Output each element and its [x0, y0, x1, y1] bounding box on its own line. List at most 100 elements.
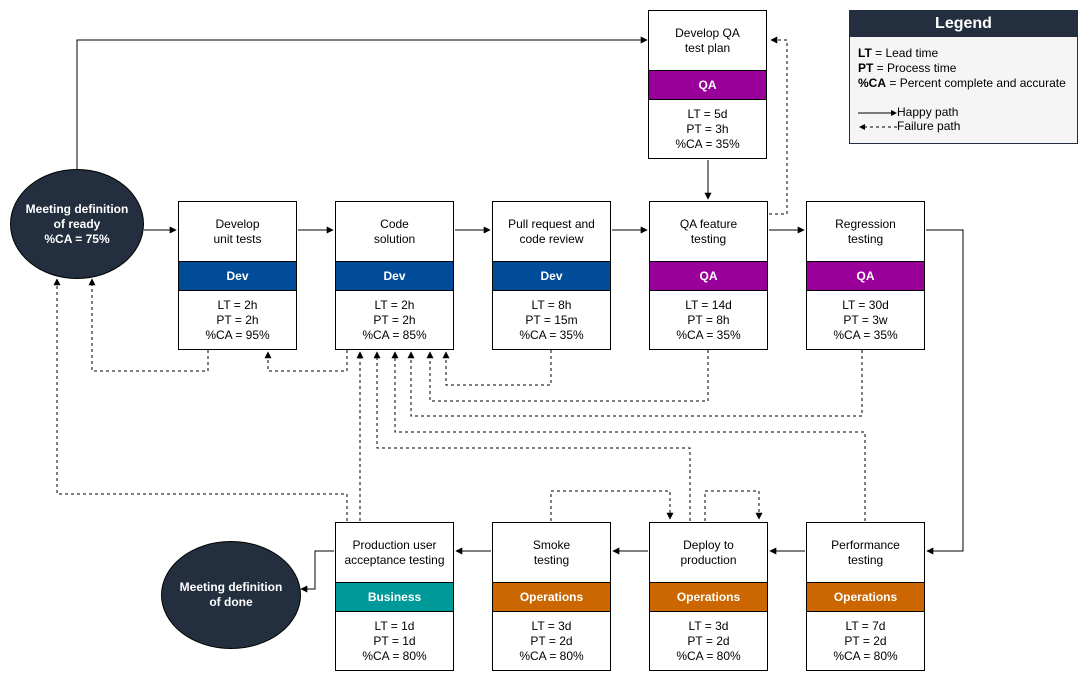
stage-title: Develop: [215, 216, 260, 231]
stage-title: Regression: [835, 216, 896, 231]
lead-time: LT = 1d: [374, 618, 415, 633]
failure-path-deploy-to-code: [373, 351, 691, 521]
definition-of-done-node: Meeting definition of done: [161, 541, 301, 649]
team-band-operations: Operations: [650, 582, 767, 612]
definition-of-ready-node: Meeting definition of ready %CA = 75%: [10, 169, 144, 279]
legend-lead-time: LT = Lead time: [858, 46, 938, 60]
stage-title: testing: [847, 552, 884, 567]
percent-complete-accurate: %CA = 80%: [362, 648, 427, 663]
team-band-qa: QA: [807, 261, 924, 291]
stage-title: test plan: [684, 40, 731, 55]
done-line-1: Meeting definition: [179, 580, 283, 594]
legend-happy-path: Happy path: [897, 105, 959, 119]
stage-title: Pull request and: [508, 216, 595, 231]
legend-key: LT: [858, 46, 872, 60]
percent-complete-accurate: %CA = 35%: [676, 327, 741, 342]
team-band-business: Business: [336, 582, 453, 612]
stage-title: Smoke: [532, 537, 571, 552]
lead-time: LT = 2h: [374, 297, 415, 312]
failure-path-smoke-to-deploy: [550, 490, 674, 521]
team-band-operations: Operations: [807, 582, 924, 612]
legend-process-time: PT = Process time: [858, 61, 956, 75]
lead-time: LT = 5d: [687, 106, 728, 121]
team-band-dev: Dev: [179, 261, 296, 291]
legend-key: %CA: [858, 76, 887, 90]
stage-title: production: [680, 552, 737, 567]
failure-path-regression-to-code: [407, 350, 863, 417]
failure-path-line-icon: [859, 124, 898, 130]
ready-line-2: of ready: [53, 216, 101, 231]
legend-desc: = Percent complete and accurate: [886, 76, 1066, 90]
percent-complete-accurate: %CA = 80%: [676, 648, 741, 663]
failure-path-qa-feature-to-qa-plan: [769, 36, 788, 215]
stage-title: Code: [380, 216, 409, 231]
process-time: PT = 2h: [216, 312, 259, 327]
stage-title: testing: [690, 231, 727, 246]
process-time: PT = 2h: [373, 312, 416, 327]
happy-path-line-icon: [858, 110, 897, 116]
stage-title: unit tests: [213, 231, 262, 246]
stage-title: Develop QA: [675, 25, 740, 40]
team-band-dev: Dev: [336, 261, 453, 291]
legend-percent-complete: %CA = Percent complete and accurate: [858, 76, 1066, 90]
percent-complete-accurate: %CA = 35%: [675, 136, 740, 151]
process-time: PT = 3w: [843, 312, 888, 327]
process-time: PT = 2d: [530, 633, 573, 648]
stage-title: solution: [373, 231, 416, 246]
lead-time: LT = 7d: [845, 618, 886, 633]
team-band-qa: QA: [650, 261, 767, 291]
percent-complete-accurate: %CA = 80%: [519, 648, 584, 663]
team-band-dev: Dev: [493, 261, 610, 291]
lead-time: LT = 3d: [688, 618, 729, 633]
happy-path-ready-to-qa-plan: [76, 36, 648, 170]
process-time: PT = 2d: [687, 633, 730, 648]
failure-path-deploy-self-loop: [704, 490, 763, 521]
percent-complete-accurate: %CA = 80%: [833, 648, 898, 663]
stage-title: testing: [847, 231, 884, 246]
lead-time: LT = 3d: [531, 618, 572, 633]
lead-time: LT = 14d: [685, 297, 732, 312]
stage-title: acceptance testing: [344, 552, 445, 567]
happy-path-uat-to-done: [300, 550, 334, 593]
legend-desc: = Process time: [873, 61, 957, 75]
process-time: PT = 2d: [844, 633, 887, 648]
stage-title: QA feature: [679, 216, 738, 231]
lead-time: LT = 2h: [217, 297, 258, 312]
stage-title: Deploy to: [683, 537, 734, 552]
failure-path-unit-to-ready: [88, 278, 209, 372]
percent-complete-accurate: %CA = 95%: [205, 327, 270, 342]
legend-key: PT: [858, 61, 874, 75]
percent-complete-accurate: %CA = 35%: [519, 327, 584, 342]
failure-path-qa-feature-to-code: [426, 350, 709, 402]
failure-path-code-to-unit: [264, 350, 348, 372]
failure-path-pr-to-code: [442, 350, 552, 386]
team-band-qa: QA: [649, 70, 766, 100]
legend-desc: = Lead time: [871, 46, 939, 60]
legend-title: Legend: [850, 11, 1077, 37]
legend-panel: Legend LT = Lead time PT = Process time …: [849, 10, 1078, 144]
ready-line-1: Meeting definition: [25, 201, 129, 216]
stage-title: code review: [519, 231, 584, 246]
done-line-2: of done: [209, 595, 253, 609]
failure-path-performance-to-code: [391, 351, 866, 521]
happy-path-regression-to-performance: [926, 229, 964, 555]
ready-line-3: %CA = 75%: [44, 231, 110, 246]
legend-failure-path: Failure path: [897, 119, 961, 133]
stage-title: testing: [533, 552, 570, 567]
process-time: PT = 8h: [687, 312, 730, 327]
lead-time: LT = 30d: [842, 297, 889, 312]
process-time: PT = 3h: [686, 121, 729, 136]
stage-title: Production user: [352, 537, 437, 552]
process-time: PT = 15m: [525, 312, 578, 327]
failure-path-uat-to-ready: [53, 278, 348, 521]
